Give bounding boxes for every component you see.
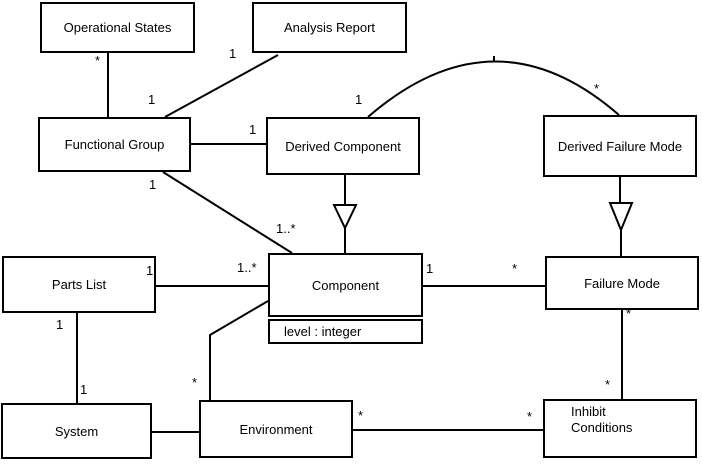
- generalization-triangle-failure-mode: [608, 202, 634, 233]
- class-failure-mode: Failure Mode: [545, 256, 699, 310]
- class-name: Derived Failure Mode: [557, 138, 683, 154]
- class-name: Functional Group: [64, 137, 165, 152]
- multiplicity-label: *: [594, 81, 600, 96]
- multiplicity-label: *: [605, 377, 611, 392]
- multiplicity-label: *: [626, 306, 632, 321]
- edge-analysis-report-functional-group: [164, 54, 279, 118]
- edge-environment-component: [209, 300, 269, 400]
- multiplicity-label: 1: [426, 261, 434, 276]
- class-parts-list: Parts List: [2, 256, 156, 313]
- multiplicity-label: 1..*: [237, 260, 257, 275]
- class-name: Failure Mode: [584, 275, 660, 291]
- multiplicity-label: 1: [249, 122, 257, 137]
- class-name: System: [54, 423, 99, 439]
- edge-functional-group-component: [162, 171, 293, 254]
- multiplicity-label: *: [527, 409, 533, 424]
- class-derived-failure-mode: Derived Failure Mode: [543, 115, 697, 177]
- multiplicity-label: *: [95, 53, 101, 68]
- class-name: Environment: [239, 421, 313, 437]
- class-functional-group: Functional Group: [38, 117, 191, 172]
- multiplicity-label: 1: [56, 317, 64, 332]
- attribute-label: level : integer: [284, 324, 362, 339]
- multiplicity-label: 1..*: [276, 221, 296, 236]
- multiplicity-label: 1: [355, 92, 363, 107]
- class-name: Derived Component: [285, 138, 401, 154]
- multiplicity-label: 1: [148, 92, 156, 107]
- multiplicity-label: 1: [80, 382, 88, 397]
- class-environment: Environment: [199, 400, 353, 458]
- class-name: Parts List: [51, 277, 107, 292]
- multiplicity-label: 1: [149, 177, 157, 192]
- edge-derived-component-derived-failure-mode-arc: [367, 60, 620, 118]
- class-analysis-report: Analysis Report: [252, 2, 407, 53]
- class-name: Analysis Report: [283, 20, 376, 35]
- multiplicity-label: *: [192, 375, 198, 390]
- multiplicity-label: *: [512, 261, 518, 276]
- class-inhibit-conditions: Inhibit Conditions: [543, 399, 697, 458]
- generalization-triangle-component: [332, 204, 358, 231]
- class-operational-states: Operational States: [40, 2, 195, 53]
- class-derived-component: Derived Component: [266, 117, 420, 175]
- class-component: Component: [268, 253, 423, 317]
- multiplicity-label: *: [358, 408, 364, 423]
- class-name: Operational States: [63, 20, 172, 35]
- class-name: Component: [311, 277, 380, 293]
- multiplicity-label: 1: [229, 46, 237, 61]
- multiplicity-label: 1: [146, 263, 154, 278]
- class-component-attribute-compartment: level : integer: [268, 319, 423, 344]
- class-name: Inhibit Conditions: [571, 404, 633, 435]
- class-system: System: [1, 403, 152, 459]
